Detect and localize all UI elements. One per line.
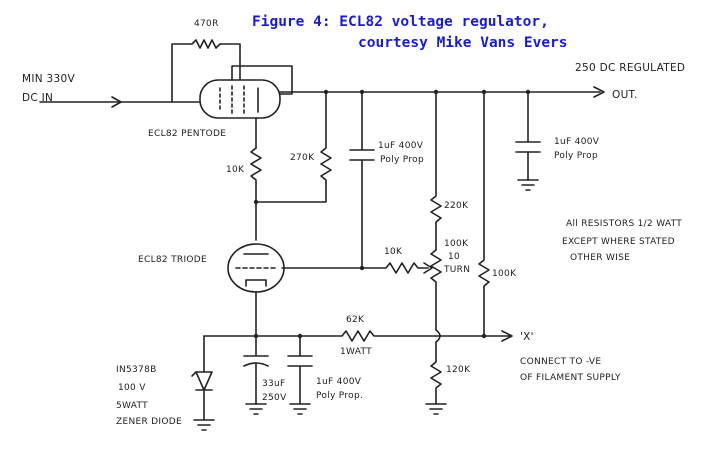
- c3-wire: [243, 335, 269, 405]
- pot-resistor: [430, 249, 442, 331]
- c4-type-label: Poly Prop.: [316, 391, 363, 401]
- note-line-1: All RESISTORS 1/2 WATT: [566, 219, 682, 229]
- r10k-grid-label: 10K: [384, 247, 403, 257]
- lower-rail-wire: [203, 330, 511, 342]
- x-arrow-icon: [501, 330, 513, 342]
- junction-dot: [253, 199, 259, 205]
- note-line-2: EXCEPT WHERE STATED: [562, 237, 675, 247]
- r10k-plate-label: 10K: [226, 165, 245, 175]
- c2-type-label: Poly Prop: [554, 151, 598, 161]
- r120k-resistor: [430, 341, 442, 405]
- output-voltage-label: 250 DC REGULATED: [575, 62, 685, 74]
- pot-turns-label: 10: [448, 252, 460, 262]
- zener-watt-label: 5WATT: [116, 401, 148, 411]
- c2-wire: [515, 91, 541, 181]
- c4-value-label: 1uF 400V: [316, 377, 362, 387]
- figure-title-line-1: Figure 4: ECL82 voltage regulator,: [252, 14, 549, 30]
- ground-icon: [289, 403, 311, 415]
- figure-title-line-2: courtesy Mike Vans Evers: [358, 35, 568, 51]
- c2-value-label: 1uF 400V: [554, 137, 600, 147]
- c1-value-label: 1uF 400V: [378, 141, 424, 151]
- junction-dot: [481, 333, 487, 339]
- input-arrow-icon: [111, 96, 122, 108]
- c1-wire: [281, 91, 375, 269]
- ground-icon: [193, 419, 215, 431]
- c3-voltage-label: 250V: [262, 393, 287, 403]
- pot-wiper-arrow-icon: [423, 262, 433, 274]
- ground-icon: [245, 403, 267, 415]
- r220k-resistor: [430, 91, 442, 251]
- connect-line-2: OF FILAMENT SUPPLY: [520, 373, 621, 383]
- r270k-label: 270K: [290, 153, 315, 163]
- zener-voltage-label: 100 V: [118, 383, 146, 393]
- input-dc-label: DC IN: [22, 92, 53, 104]
- r10k-grid-resistor: [361, 262, 429, 274]
- note-line-3: OTHER WISE: [570, 253, 630, 263]
- r100k-resistor: [478, 91, 490, 337]
- r270k-resistor: [255, 91, 332, 203]
- r62k-watt-label: 1WATT: [340, 347, 372, 357]
- triode-tube-icon: [227, 243, 285, 293]
- output-arrow-icon: [593, 86, 605, 98]
- zener-type-label: ZENER DIODE: [116, 417, 182, 427]
- c1-type-label: Poly Prop: [380, 155, 424, 165]
- r470-wire: [171, 39, 241, 103]
- pot-value-label: 100K: [444, 239, 469, 249]
- c4-wire: [287, 335, 313, 405]
- r120k-label: 120K: [446, 365, 471, 375]
- zener-diode-icon: [191, 371, 213, 391]
- ground-icon: [517, 179, 539, 191]
- pentode-tube-icon: [199, 61, 293, 119]
- x-node-label: 'X': [520, 331, 534, 343]
- connect-line-1: CONNECT TO -VE: [520, 357, 601, 367]
- r220k-label: 220K: [444, 201, 469, 211]
- r10k-plate-resistor: [250, 147, 262, 241]
- input-voltage-label: MIN 330V: [22, 73, 75, 85]
- r62k-value-label: 62K: [346, 315, 365, 325]
- zener-part-label: IN5378B: [116, 365, 157, 375]
- triode-label: ECL82 TRIODE: [138, 255, 207, 265]
- pentode-label: ECL82 PENTODE: [148, 129, 226, 139]
- pot-turn-label: TURN: [443, 265, 470, 275]
- r470-label: 470R: [194, 19, 219, 29]
- ground-icon: [425, 403, 447, 415]
- output-label: OUT.: [612, 89, 638, 101]
- r100k-label: 100K: [492, 269, 517, 279]
- c3-value-label: 33uF: [262, 379, 286, 389]
